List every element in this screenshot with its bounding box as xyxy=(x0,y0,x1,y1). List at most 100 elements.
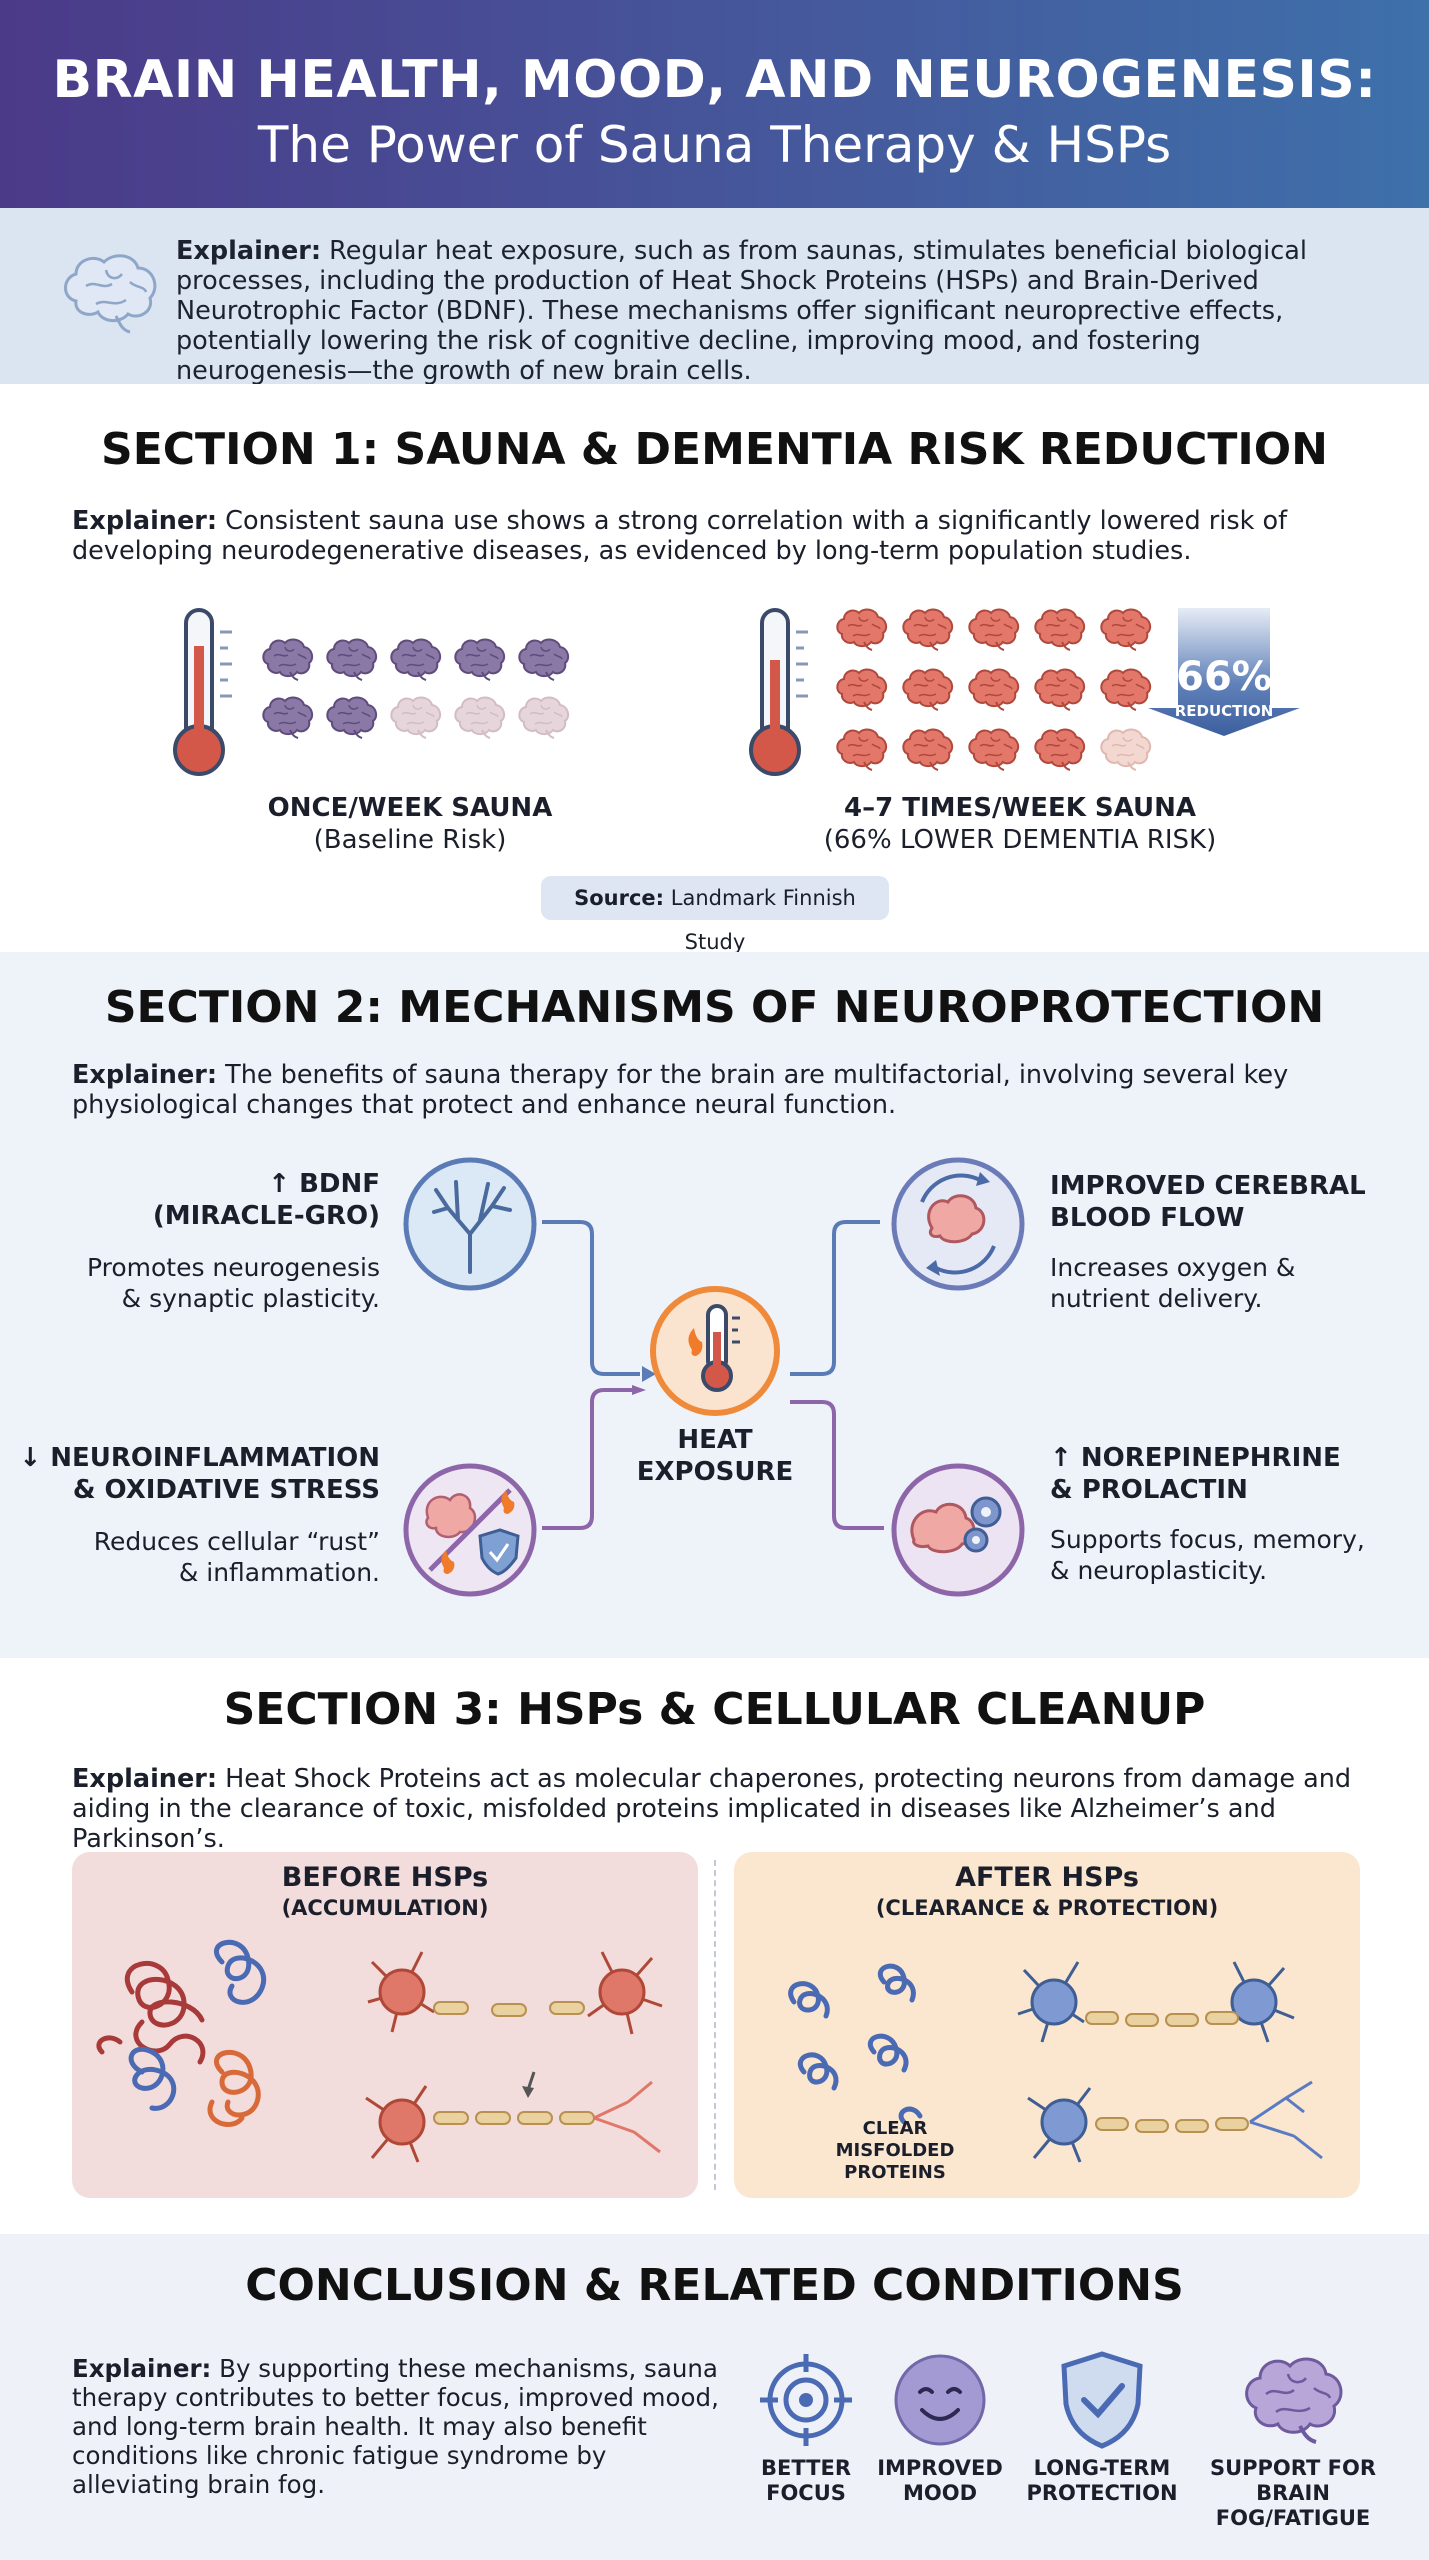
once-week-caption: ONCE/WEEK SAUNA (Baseline Risk) xyxy=(186,792,634,856)
mechanism-title-line: ↑ NOREPINEPHRINE xyxy=(1050,1443,1341,1473)
mechanism-connectors xyxy=(542,1220,884,1530)
reduction-label: REDUCTION xyxy=(1174,702,1274,720)
source-text: Landmark Finnish Study xyxy=(664,886,856,954)
affected-brain-icon xyxy=(324,694,380,740)
affected-brain-icon xyxy=(834,606,890,652)
intro-explainer: Explainer: Regular heat exposure, such a… xyxy=(176,236,1376,386)
affected-brain-icon xyxy=(966,606,1022,652)
mechanism-title-line: & OXIDATIVE STRESS xyxy=(72,1475,380,1505)
explainer-label: Explainer: xyxy=(72,1060,218,1090)
affected-brain-icon xyxy=(1098,606,1154,652)
explainer-text: By supporting these mechanisms, sauna th… xyxy=(72,2354,719,2499)
affected-brain-icon xyxy=(452,636,508,682)
brain-icon xyxy=(64,254,157,334)
section-conclusion: CONCLUSION & RELATED CONDITIONS Explaine… xyxy=(0,2234,1429,2560)
reduced-brain-grid xyxy=(834,606,1164,786)
mechanism-desc-line: Promotes neurogenesis xyxy=(86,1253,380,1282)
blood-flow-brain-icon xyxy=(891,1157,1025,1291)
panel-subtitle: (CLEARANCE & PROTECTION) xyxy=(875,1896,1219,1920)
caption-title: 4–7 TIMES/WEEK SAUNA xyxy=(844,793,1196,823)
mechanism-desc-line: & neuroplasticity. xyxy=(1050,1556,1268,1585)
after-hsps-panel: AFTER HSPs (CLEARANCE & PROTECTION) CLEA… xyxy=(734,1852,1360,2198)
mechanism-inflammation-desc: Reduces cellular “rust”& inflammation. xyxy=(20,1526,380,1588)
source-badge: Source: Landmark Finnish Study xyxy=(541,876,889,954)
mechanism-title-line: & PROLACTIN xyxy=(1050,1475,1248,1505)
mechanism-desc-line: Reduces cellular “rust” xyxy=(93,1527,380,1556)
thermometer-icon xyxy=(173,608,232,776)
center-label-line: EXPOSURE xyxy=(636,1457,794,1487)
affected-brain-icon xyxy=(324,636,380,682)
cleared-proteins-healthy-neurons-illustration xyxy=(788,1961,1323,2163)
affected-brain-icon xyxy=(260,694,316,740)
mechanism-title-line: (MIRACLE-GRO) xyxy=(152,1201,380,1231)
reduction-value: 66% xyxy=(1176,654,1272,700)
reduction-arrow: 66% REDUCTION xyxy=(1148,608,1300,736)
explainer-label: Explainer: xyxy=(176,236,322,266)
affected-brain-icon xyxy=(834,666,890,712)
page-title: BRAIN HEALTH, MOOD, AND NEUROGENESIS: xyxy=(52,50,1377,110)
panel-subtitle: (ACCUMULATION) xyxy=(281,1896,489,1920)
smiley-icon xyxy=(894,2354,986,2446)
target-icon xyxy=(760,2354,852,2446)
section3-explainer: Explainer: Heat Shock Proteins act as mo… xyxy=(72,1764,1372,1854)
caption-sub: (Baseline Risk) xyxy=(313,825,507,855)
intro-text: Regular heat exposure, such as from saun… xyxy=(176,236,1308,386)
center-label-line: HEAT xyxy=(677,1425,753,1455)
panel-title: AFTER HSPs xyxy=(955,1862,1139,1893)
inflammation-shield-icon xyxy=(403,1463,537,1597)
thermometer-icon xyxy=(749,608,808,776)
explainer-label: Explainer: xyxy=(72,506,218,536)
affected-brain-icon xyxy=(1032,666,1088,712)
icon-label-line: BRAIN FOG/FATIGUE xyxy=(1215,2481,1371,2530)
caption-title: ONCE/WEEK SAUNA xyxy=(267,793,553,823)
explainer-text: The benefits of sauna therapy for the br… xyxy=(72,1060,1289,1120)
affected-brain-icon xyxy=(900,726,956,772)
before-hsps-panel: BEFORE HSPs (ACCUMULATION) xyxy=(72,1852,698,2198)
panel-divider xyxy=(714,1860,716,2190)
baseline-brain-grid xyxy=(260,636,580,756)
icon-label-line: SUPPORT FOR xyxy=(1209,2456,1377,2480)
caption-sub: (66% LOWER DEMENTIA RISK) xyxy=(823,825,1217,855)
brain-gears-icon xyxy=(891,1463,1025,1597)
affected-brain-icon xyxy=(388,636,444,682)
heat-thermometer-icon xyxy=(650,1286,780,1416)
explainer-label: Explainer: xyxy=(72,2354,212,2383)
explainer-text: Consistent sauna use shows a strong corr… xyxy=(72,506,1288,566)
mechanism-bdnf-desc: Promotes neurogenesis& synaptic plastici… xyxy=(20,1252,380,1314)
brain-icon xyxy=(1245,2357,1343,2444)
affected-brain-icon xyxy=(900,606,956,652)
mechanism-desc-line: Supports focus, memory, xyxy=(1050,1525,1365,1554)
healthy-brain-icon xyxy=(452,694,508,740)
section3-title: SECTION 3: HSPs & CELLULAR CLEANUP xyxy=(223,1684,1206,1735)
clear-label-line: PROTEINS xyxy=(844,2162,946,2183)
conclusion-title: CONCLUSION & RELATED CONDITIONS xyxy=(245,2260,1184,2311)
conclusion-explainer: Explainer: By supporting these mechanism… xyxy=(72,2354,722,2499)
shield-check-icon xyxy=(1061,2351,1143,2449)
section2-title: SECTION 2: MECHANISMS OF NEUROPROTECTION xyxy=(104,982,1325,1033)
affected-brain-icon xyxy=(966,666,1022,712)
icon-label-line: LONG-TERM xyxy=(1033,2456,1171,2480)
explainer-text: Heat Shock Proteins act as molecular cha… xyxy=(72,1764,1352,1854)
intro-panel: Explainer: Regular heat exposure, such a… xyxy=(0,208,1429,386)
mechanism-title-line: ↑ BDNF xyxy=(268,1169,380,1199)
mechanism-bdnf-title: ↑ BDNF(MIRACLE-GRO) xyxy=(20,1168,380,1232)
clear-label-line: CLEAR xyxy=(862,2118,928,2139)
section1-title: SECTION 1: SAUNA & DEMENTIA RISK REDUCTI… xyxy=(101,424,1328,475)
mechanism-title-line: BLOOD FLOW xyxy=(1050,1203,1245,1233)
affected-brain-icon xyxy=(900,666,956,712)
affected-brain-icon xyxy=(834,726,890,772)
affected-brain-icon xyxy=(1098,666,1154,712)
healthy-brain-icon xyxy=(388,694,444,740)
section1-explainer: Explainer: Consistent sauna use shows a … xyxy=(72,506,1372,566)
icon-label-line: IMPROVED xyxy=(877,2456,1003,2480)
header-banner: BRAIN HEALTH, MOOD, AND NEUROGENESIS: Th… xyxy=(0,0,1429,208)
heat-exposure-label: HEAT EXPOSURE xyxy=(600,1424,830,1488)
down-arrow-icon xyxy=(1148,608,1300,736)
icon-label-line: PROTECTION xyxy=(1026,2481,1178,2505)
clear-proteins-label: CLEAR MISFOLDED PROTEINS xyxy=(820,2118,970,2184)
tangled-proteins-neurons-illustration xyxy=(96,1939,663,2163)
